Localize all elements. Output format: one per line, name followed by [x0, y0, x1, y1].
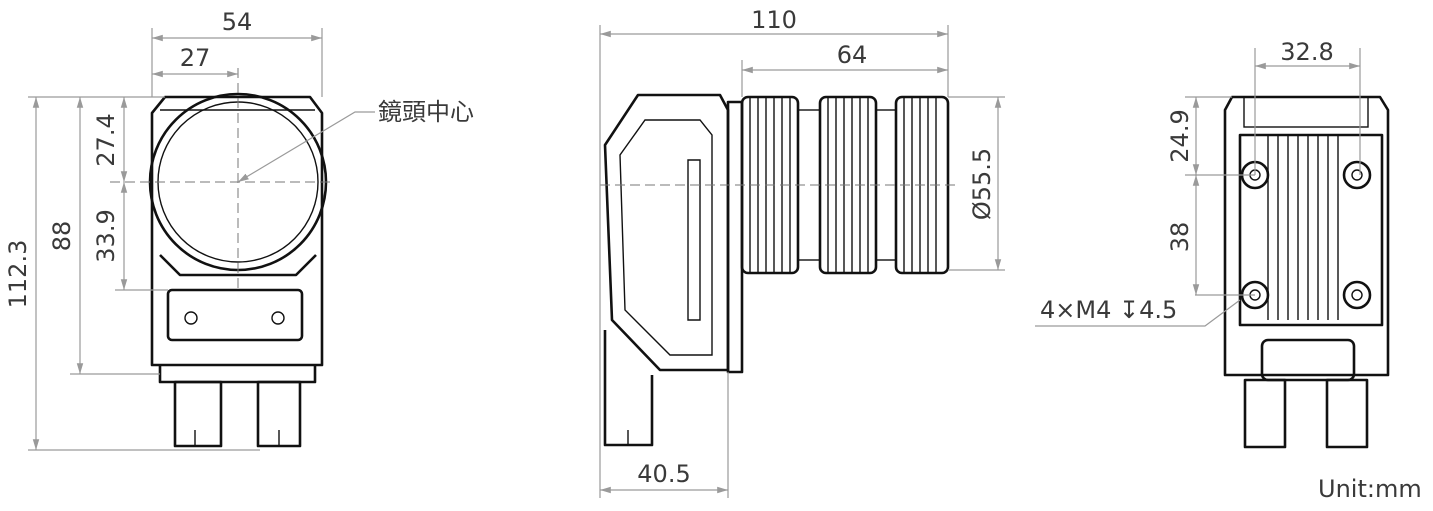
mount-hole [1240, 160, 1372, 310]
back-view: 32.8 24.9 38 4×M4 ↧4.5 [1035, 38, 1390, 449]
dim-lens-diameter: Ø55.5 [968, 148, 996, 220]
dim-lens-top: 27.4 [92, 113, 120, 166]
dim-height-body: 88 [48, 221, 76, 252]
dim-lens-plate: 33.9 [92, 209, 120, 262]
dim-length-total: 110 [751, 6, 797, 34]
side-view: 110 64 Ø55.5 40.5 [599, 6, 1005, 498]
dim-width-total: 54 [222, 8, 253, 36]
dim-top-offset: 24.9 [1166, 109, 1194, 162]
dim-height-total: 112.3 [4, 240, 32, 309]
dim-hole-height: 38 [1166, 222, 1194, 253]
dim-hole-width: 32.8 [1280, 38, 1333, 66]
dim-base-depth: 40.5 [637, 460, 690, 488]
front-view: 54 27 112.3 88 27.4 33.9 鏡頭中心 [4, 8, 474, 451]
dim-width-half: 27 [180, 44, 211, 72]
lens-center-label: 鏡頭中心 [378, 98, 474, 126]
dim-lens-length: 64 [837, 41, 868, 69]
unit-label: Unit:mm [1318, 475, 1422, 503]
mount-holes-label: 4×M4 ↧4.5 [1040, 296, 1177, 324]
